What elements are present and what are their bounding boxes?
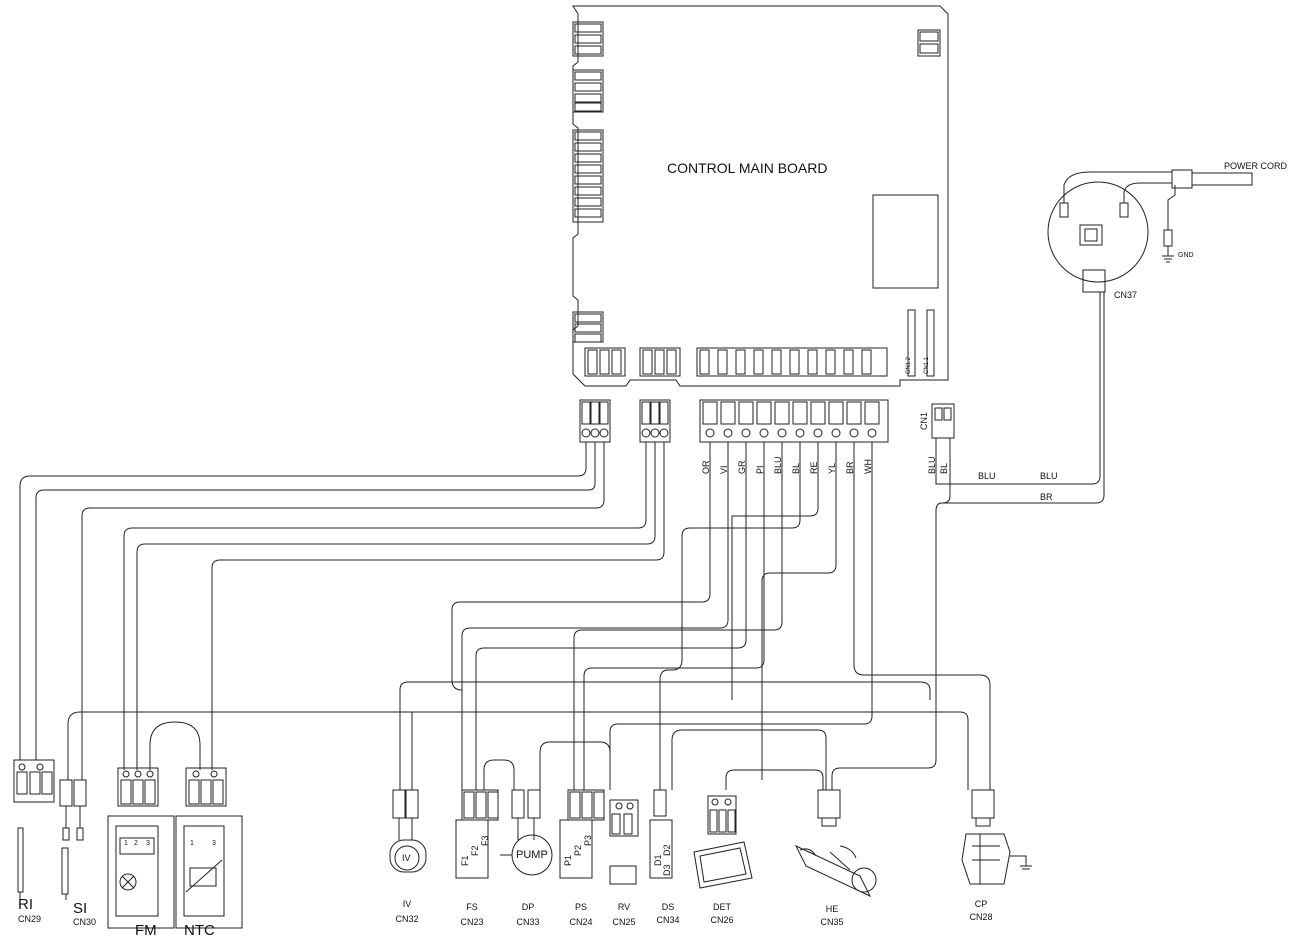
ntc-pin-1: 1 <box>190 840 194 847</box>
iv-inner-label: IV <box>402 853 411 863</box>
component-cp-name: CP <box>974 899 988 909</box>
fs-pin-f2: F2 <box>470 845 480 856</box>
component-dp-conn: CN33 <box>516 917 540 927</box>
board-pin-cn11: CN1.1 <box>924 356 930 374</box>
board-bottom-connectors <box>584 309 935 377</box>
wire-top-wh: WH <box>863 459 873 474</box>
power-filter <box>1047 181 1149 283</box>
component-cp-conn: CN28 <box>969 912 993 922</box>
component-si-name: SI <box>73 900 88 917</box>
wire-blu-2: BLU <box>1040 471 1058 481</box>
cn37-label: CN37 <box>1114 290 1138 300</box>
fm-pin-3: 3 <box>146 840 150 847</box>
wire-blu-1: BLU <box>978 471 996 481</box>
wire-top-yl: YL <box>827 462 837 474</box>
wire-top-bl: BL <box>791 462 801 474</box>
pump-inner-label: PUMP <box>516 849 548 861</box>
compressor-icon <box>961 833 1011 885</box>
component-ri-name: RI <box>18 896 33 913</box>
cn1-pin-bl: BL <box>939 462 949 474</box>
wire-top-vi: VI <box>719 465 729 474</box>
component-he-conn: CN35 <box>820 917 844 927</box>
component-iv-name: IV <box>402 899 412 909</box>
component-rv-conn: CN25 <box>612 917 636 927</box>
gnd-label: GND <box>1178 252 1194 259</box>
fm-pin-1: 1 <box>124 840 128 847</box>
control-main-board-outline <box>572 5 949 387</box>
component-ds-name: DS <box>661 902 675 912</box>
ds-pin-d3: D3 <box>662 864 672 876</box>
component-det-conn: CN26 <box>710 915 734 925</box>
wire-top-re: RE <box>809 461 819 474</box>
cn1-pin-blu: BLU <box>927 456 937 474</box>
fs-pin-f3: F3 <box>480 835 490 846</box>
ps-pin-p3: P3 <box>583 834 593 846</box>
power-cord-label: POWER CORD <box>1224 161 1287 171</box>
wire-top-blu: BLU <box>773 456 783 474</box>
component-ps-name: PS <box>574 902 587 912</box>
heater-icon <box>794 844 872 898</box>
component-dp-name: DP <box>521 902 535 912</box>
ntc-pin-3: 3 <box>212 840 216 847</box>
component-ri-conn: CN29 <box>18 914 42 924</box>
wire-top-br: BR <box>845 461 855 474</box>
harness-wires <box>19 292 1105 790</box>
component-fs-name: FS <box>466 902 478 912</box>
component-det-name: DET <box>713 902 731 912</box>
component-iv-conn: CN32 <box>395 914 419 924</box>
component-si-conn: CN30 <box>73 917 97 927</box>
fs-pin-f1: F1 <box>460 855 470 866</box>
ds-pin-d2: D2 <box>662 844 672 856</box>
harness-plugs <box>579 399 955 443</box>
wire-br: BR <box>1040 492 1053 502</box>
ps-pin-p1: P1 <box>563 854 573 866</box>
board-title: CONTROL MAIN BOARD <box>667 160 828 176</box>
board-left-connectors <box>572 21 604 343</box>
component-fs-conn: CN23 <box>460 917 484 927</box>
component-ds-conn: CN34 <box>656 915 680 925</box>
board-chip <box>872 194 939 289</box>
board-pin-cn12: CN1.2 <box>906 356 912 374</box>
cn1-label: CN1 <box>919 411 929 430</box>
wire-top-or: OR <box>701 460 711 475</box>
fm-pin-2: 2 <box>134 840 138 847</box>
wire-top-pi: PI <box>755 465 765 474</box>
component-fm-name: FM <box>135 922 157 939</box>
wire-top-gr: GR <box>737 460 747 475</box>
component-rv-name: RV <box>617 902 631 912</box>
component-ntc-name: NTC <box>184 922 215 939</box>
component-he-name: HE <box>825 904 839 914</box>
det-unit-icon <box>693 841 753 889</box>
component-ps-conn: CN24 <box>569 917 593 927</box>
ps-pin-p2: P2 <box>573 844 583 856</box>
